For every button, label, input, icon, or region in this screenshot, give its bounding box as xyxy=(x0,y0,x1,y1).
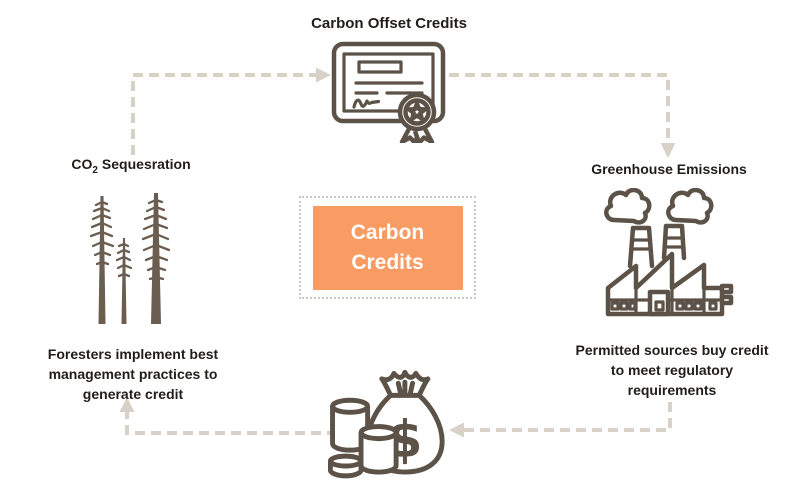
factory-windows xyxy=(610,301,718,311)
smoke-puff-left xyxy=(604,188,652,225)
arrowhead-right-icon xyxy=(316,67,331,83)
connector-sequestration-to-credits xyxy=(131,73,316,155)
trees-icon xyxy=(89,193,171,324)
star-icon xyxy=(407,101,427,121)
connector-credits-to-emissions xyxy=(449,73,670,143)
connector-sources-to-money xyxy=(464,402,672,432)
smoke-puff-right xyxy=(666,188,714,225)
arrowhead-left-icon xyxy=(449,422,464,438)
chimney-right xyxy=(661,223,687,261)
arrowhead-down-icon xyxy=(660,143,676,158)
money-bag-icon: $ xyxy=(328,369,445,479)
factory-pipes xyxy=(719,283,734,306)
factory-icon xyxy=(604,188,734,317)
center-box-line2: Credits xyxy=(351,250,424,274)
chimney-left xyxy=(627,225,655,269)
label-carbon-offset-credits: Carbon Offset Credits xyxy=(311,15,467,32)
certificate-icon xyxy=(331,41,446,143)
center-box-outline: Carbon Credits xyxy=(299,196,476,299)
carbon-credits-box: Carbon Credits xyxy=(312,205,463,290)
label-greenhouse-emissions: Greenhouse Emissions xyxy=(591,161,747,177)
text-foresters: Foresters implement best management prac… xyxy=(47,346,219,402)
arrowhead-up-icon xyxy=(119,397,135,412)
coin-stack-front xyxy=(358,432,399,475)
center-box-line1: Carbon xyxy=(350,220,425,244)
text-permitted-sources: Permitted sources buy credit to meet reg… xyxy=(575,342,769,398)
connector-money-to-foresters xyxy=(125,412,337,435)
